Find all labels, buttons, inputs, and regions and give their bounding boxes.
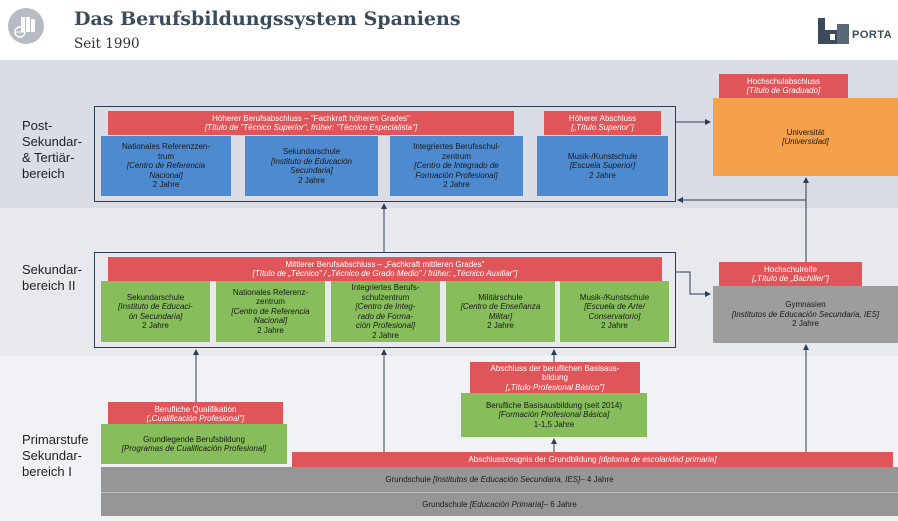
gymnasium-box: Gymnasien [Institutos de Educación Secun… bbox=[713, 286, 898, 343]
post-school-integrated: Integriertes Berufsschul-zentrum [Centro… bbox=[390, 136, 523, 196]
post-degree-banner: Höherer Berufsabschluss – "Fachkraft höh… bbox=[108, 111, 514, 135]
basic-vocational-education-box: Berufliche Basisausbildung (seit 2014) [… bbox=[461, 393, 647, 437]
basic-vocational-degree-banner: Abschluss der beruflichen Basisaus-bildu… bbox=[470, 362, 640, 394]
band-label-sek2: Sekundar-bereich II bbox=[22, 262, 82, 293]
sek2-frame bbox=[94, 252, 676, 348]
primary-certificate-banner: Abschlusszeugnis der Grundbildung [diplo… bbox=[292, 452, 893, 467]
page-subtitle: Seit 1990 bbox=[74, 36, 140, 52]
qualification-banner: Berufliche Qualifikation [„Cualificación… bbox=[108, 402, 283, 426]
page-title: Das Berufsbildungssystem Spaniens bbox=[74, 8, 461, 30]
bq-logo: PORTA bbox=[818, 16, 898, 48]
post-music-degree-banner: Höherer Abschluss [„Título Superior"] bbox=[544, 111, 661, 135]
sek2-school-national-reference: Nationales Referenz-zentrum [Centro de R… bbox=[216, 281, 325, 342]
gymnasium-degree-banner: Hochschulreife [„Título de „Bachiller"] bbox=[719, 262, 862, 286]
basic-vocational-training-box: Grundlegende Berufsbildung [Programas de… bbox=[101, 424, 287, 464]
books-globe-icon bbox=[8, 8, 44, 44]
post-school-music-art: Musik-/Kunstschule [Escuela Superior] 2 … bbox=[537, 136, 668, 196]
post-frame bbox=[94, 106, 676, 202]
bq-logo-icon bbox=[818, 18, 849, 44]
primary-school-six-years: Grundschule [Educación Primaria] – 6 Jah… bbox=[101, 492, 898, 516]
sek2-school-music-art: Musik-/Kunstschule [Escuela de Arte/Cons… bbox=[560, 281, 669, 342]
post-school-national-reference: Nationales Referenzzen-trum [Centro de R… bbox=[101, 136, 231, 196]
sek2-school-integrated: Integriertes Berufs-schulzentrum [Centro… bbox=[331, 281, 440, 342]
university-degree-banner: Hochschulabschluss [Título de Graduado] bbox=[719, 74, 848, 98]
university-box: Universität [Universidad] bbox=[713, 98, 898, 176]
logo-text: PORTA bbox=[852, 29, 893, 41]
sek2-degree-banner: Mittlerer Berufsabschluss – „Fachkraft m… bbox=[108, 257, 662, 281]
primary-school-four-years: Grundschule [Institutos de Educación Sec… bbox=[101, 467, 898, 492]
band-label-post: Post-Sekundar-& Tertiär-bereich bbox=[22, 118, 82, 181]
sek2-school-secondary: Sekundarschule [Instituto de Educaci-ón … bbox=[101, 281, 210, 342]
